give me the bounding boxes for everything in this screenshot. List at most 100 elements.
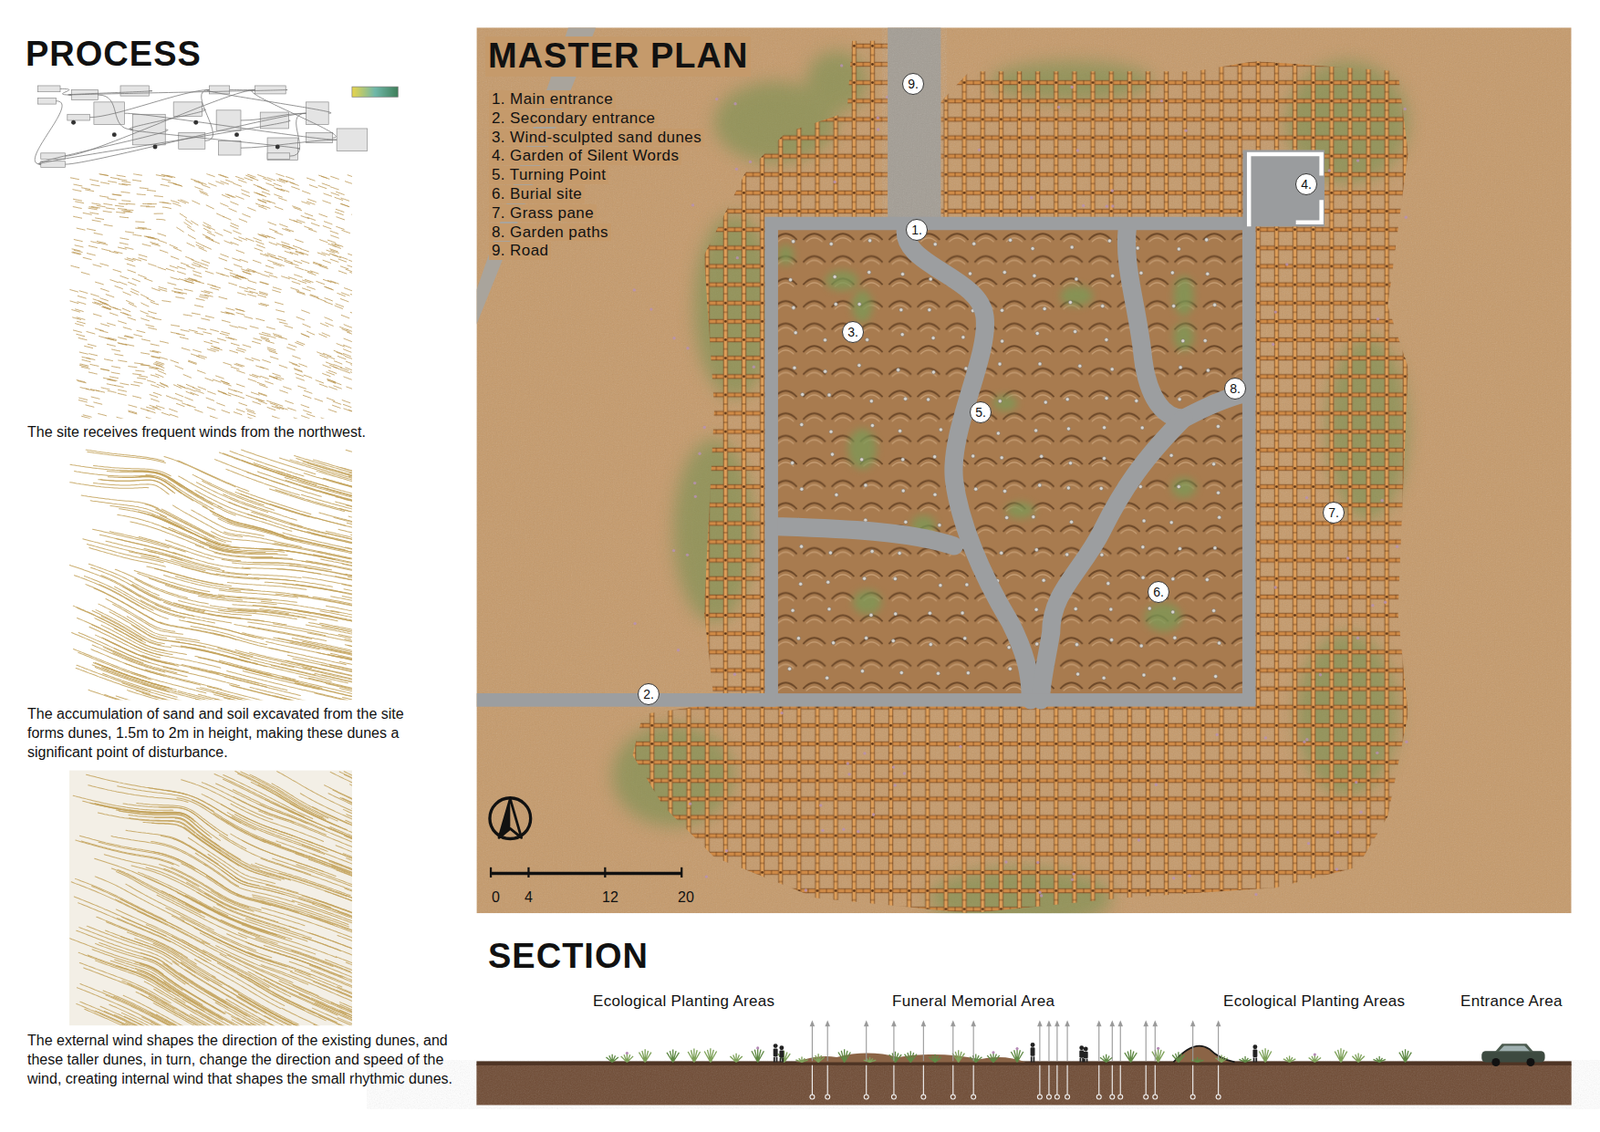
wind-flow bbox=[83, 257, 92, 260]
wind-flow bbox=[187, 242, 195, 247]
wind-flow bbox=[142, 228, 151, 230]
wind-flow bbox=[344, 644, 353, 650]
wind-flow bbox=[166, 268, 175, 271]
wind-flow bbox=[278, 256, 287, 260]
wind-flow bbox=[144, 278, 153, 281]
wind-flow bbox=[197, 327, 207, 330]
wind-flow bbox=[265, 381, 274, 385]
wind-flow bbox=[341, 204, 350, 208]
burial-markers bbox=[827, 393, 832, 397]
wind-flow bbox=[236, 384, 245, 387]
wind-flow bbox=[135, 220, 145, 223]
wind-flow bbox=[158, 807, 247, 850]
wind-flow bbox=[243, 271, 252, 275]
wind-flow bbox=[101, 368, 110, 371]
script-graph bbox=[37, 85, 61, 93]
wind-flow bbox=[155, 363, 164, 366]
wind-flow bbox=[347, 332, 353, 335]
wind-flow bbox=[201, 782, 293, 823]
wind-flow bbox=[299, 676, 353, 693]
wind-flow bbox=[297, 664, 353, 680]
wind-flow bbox=[114, 569, 188, 598]
wind-flow bbox=[212, 513, 287, 538]
wind-flow bbox=[87, 451, 167, 463]
wind-flow bbox=[300, 252, 309, 256]
wind-flow bbox=[288, 343, 297, 347]
wind-flow bbox=[236, 176, 245, 180]
wind-flow bbox=[192, 200, 200, 205]
wind-flow bbox=[164, 981, 250, 1026]
grass-flowers bbox=[1274, 310, 1278, 313]
wind-flow bbox=[335, 576, 353, 583]
wind-flow bbox=[340, 299, 349, 302]
burial-markers bbox=[788, 666, 792, 671]
wind-flow bbox=[270, 228, 279, 232]
wind-flow bbox=[319, 175, 328, 178]
wind-flow bbox=[220, 203, 229, 208]
wind-flow bbox=[106, 343, 115, 346]
wind-flow bbox=[96, 205, 105, 207]
wind-flow bbox=[89, 548, 166, 568]
wind-flow bbox=[242, 213, 251, 217]
wind-flow bbox=[333, 385, 343, 389]
wind-flow bbox=[170, 277, 179, 281]
wind-flow bbox=[218, 660, 296, 680]
wind-flow bbox=[105, 294, 115, 298]
grass-flowers bbox=[1137, 838, 1141, 842]
grass-flowers bbox=[688, 801, 692, 805]
wind-flow bbox=[171, 559, 249, 575]
wind-flow bbox=[81, 366, 90, 369]
burial-markers bbox=[933, 242, 937, 247]
wind-flow bbox=[330, 249, 339, 252]
wind-flow bbox=[321, 904, 353, 922]
wind-flow bbox=[248, 952, 343, 988]
wind-flow bbox=[149, 405, 158, 408]
wind-flow bbox=[206, 875, 299, 913]
wind-flow bbox=[319, 384, 328, 387]
grass-flowers bbox=[1036, 861, 1039, 864]
wind-flow bbox=[170, 200, 179, 204]
wind-flow bbox=[157, 371, 166, 375]
wind-flow bbox=[156, 894, 247, 939]
wind-flow bbox=[292, 658, 353, 676]
burial-markers bbox=[898, 428, 903, 433]
wind-flow bbox=[70, 173, 353, 418]
wind-flow bbox=[181, 347, 190, 351]
grass-flowers bbox=[872, 812, 875, 816]
wind-flow bbox=[179, 385, 188, 389]
wind-flow bbox=[174, 398, 183, 402]
burial-markers bbox=[999, 308, 1004, 312]
wind-flow bbox=[198, 181, 208, 185]
wind-flow bbox=[344, 181, 352, 185]
wind-flow bbox=[322, 259, 332, 263]
burial-markers bbox=[1140, 425, 1144, 430]
burial-markers bbox=[1078, 363, 1082, 368]
wind-flow bbox=[73, 239, 83, 242]
wind-flow bbox=[259, 393, 268, 396]
wind-flow bbox=[259, 366, 269, 370]
wind-flow bbox=[180, 262, 189, 266]
wind-flow bbox=[182, 403, 191, 406]
wind-flow bbox=[334, 305, 343, 309]
wind-flow bbox=[100, 196, 109, 198]
burial-markers bbox=[1203, 338, 1207, 343]
wind-flow bbox=[179, 337, 188, 340]
wind-flow bbox=[277, 319, 286, 322]
wind-flow bbox=[245, 358, 254, 362]
wind-flow bbox=[244, 290, 253, 294]
wind-flow bbox=[230, 241, 239, 245]
script-graph bbox=[34, 101, 63, 165]
sand-texture bbox=[476, 27, 1571, 914]
grass-flowers bbox=[1346, 556, 1350, 560]
grass-flowers bbox=[1354, 780, 1358, 784]
burial-markers bbox=[1178, 365, 1183, 370]
burial-markers bbox=[1034, 548, 1039, 552]
wind-flow bbox=[279, 364, 288, 368]
wind-flow bbox=[289, 218, 298, 222]
wind-flow bbox=[81, 271, 90, 275]
wind-flow bbox=[226, 179, 235, 183]
grass-flowers bbox=[1305, 737, 1309, 741]
wind-flow bbox=[146, 189, 156, 191]
wind-flow bbox=[336, 217, 345, 220]
wind-flow bbox=[238, 773, 326, 820]
